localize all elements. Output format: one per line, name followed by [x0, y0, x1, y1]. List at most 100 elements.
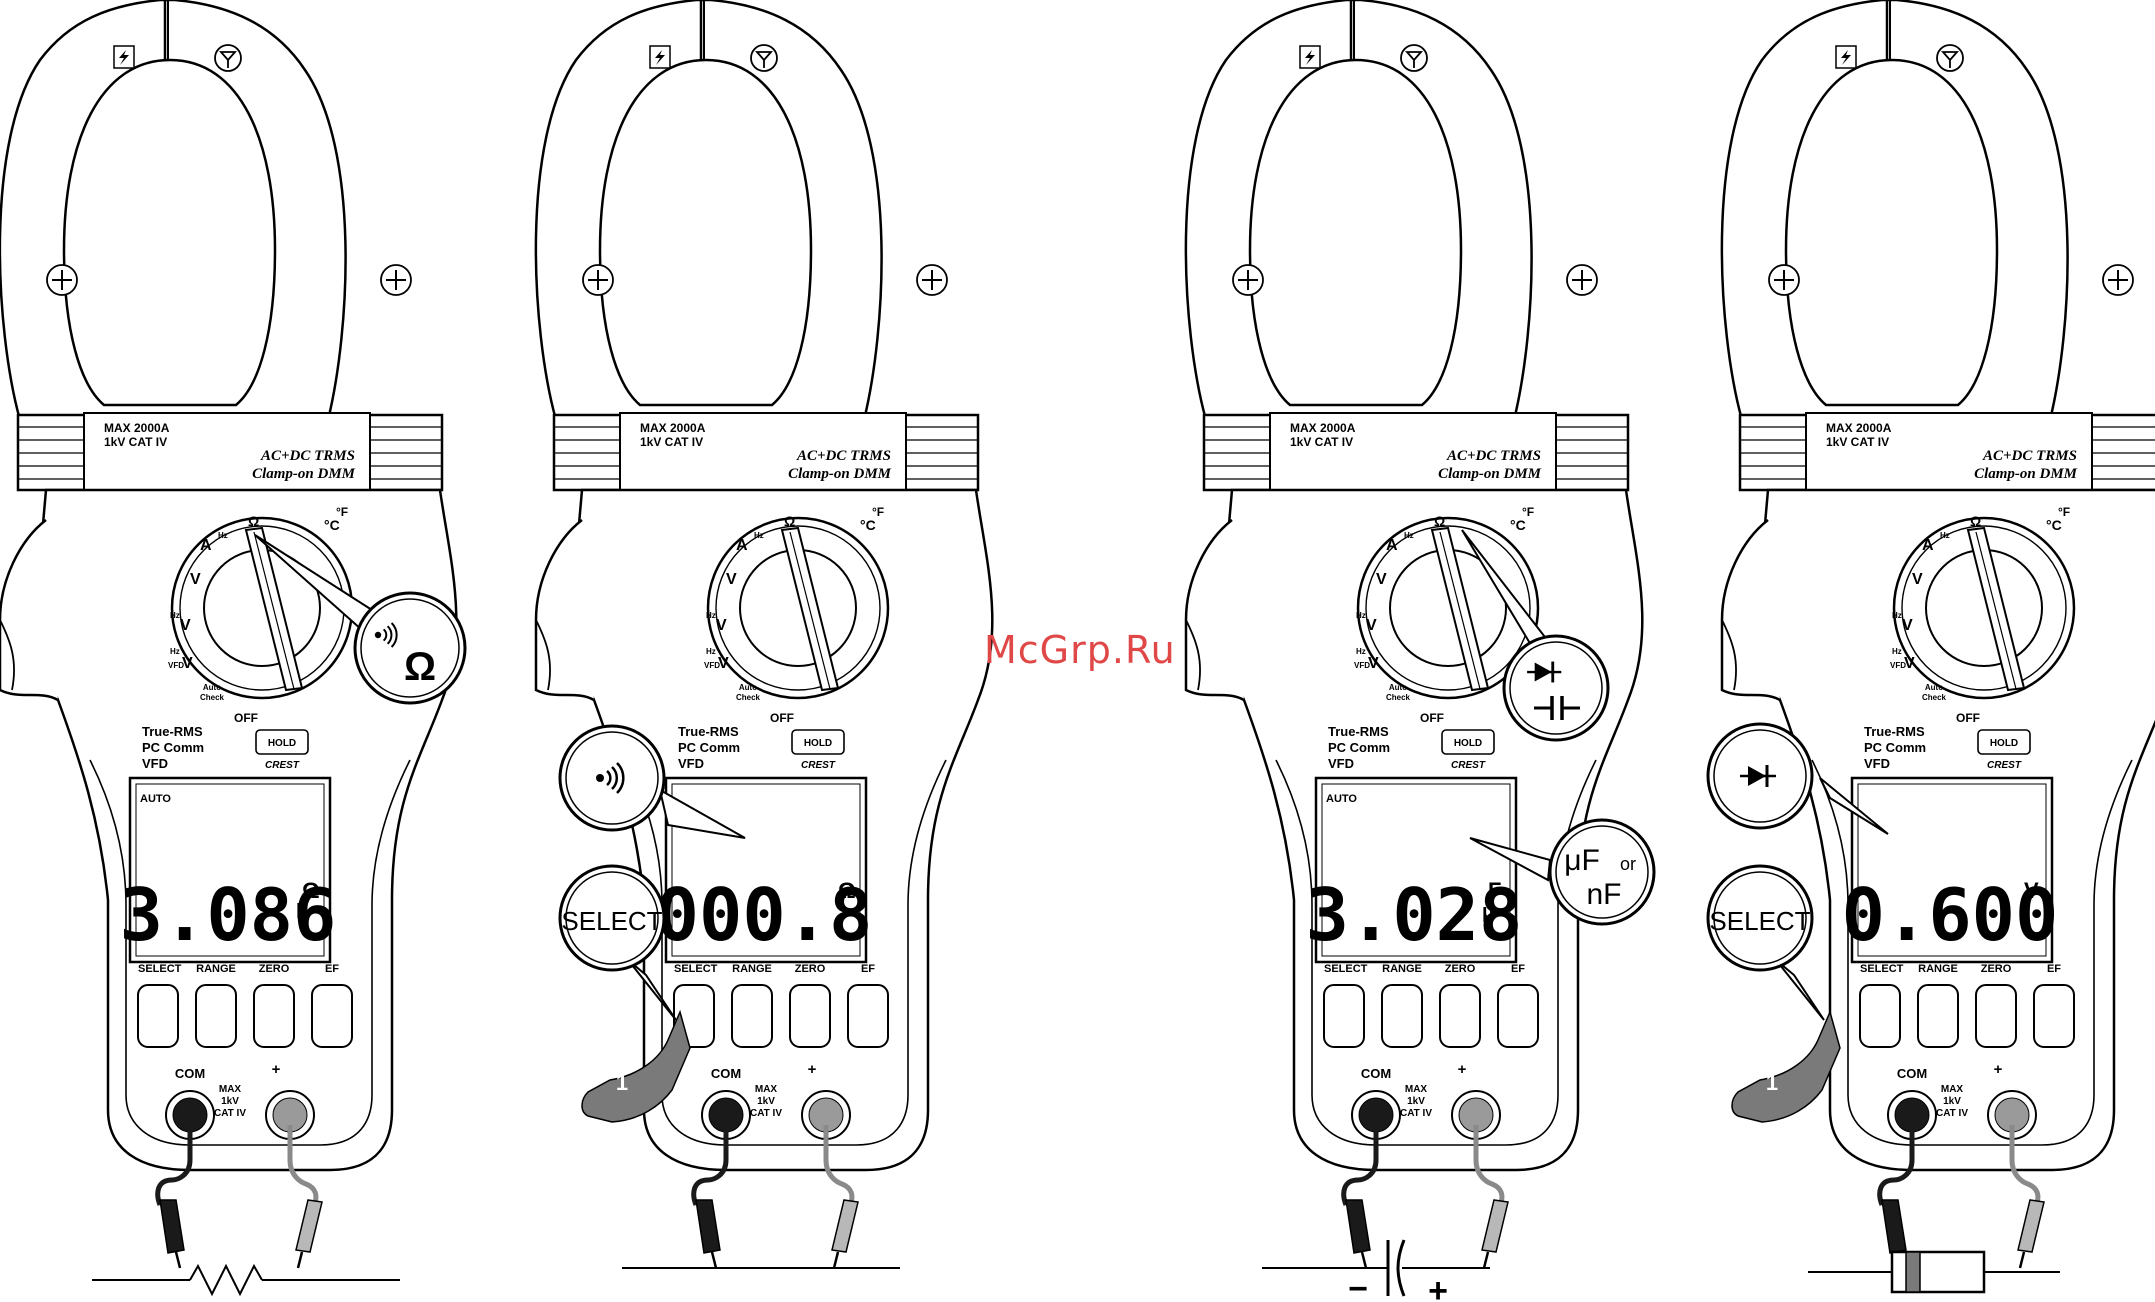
crest-label: CREST: [1987, 760, 2022, 771]
com-terminal-label: COM: [1897, 1066, 1927, 1081]
range-button-label: RANGE: [1382, 963, 1422, 975]
crest-label: CREST: [1451, 760, 1486, 771]
ef-button-label: EF: [1511, 963, 1525, 975]
category-label: 1kV CAT IV: [1290, 435, 1353, 449]
brand-line-2: Clamp-on DMM: [252, 466, 356, 482]
lcd-unit: Ω: [302, 878, 320, 903]
plus-terminal-label: +: [272, 1061, 281, 1078]
probe-minus: −: [1348, 1270, 1368, 1302]
dial-hz-label: Hz: [1356, 647, 1366, 656]
unit-callout-or: or: [1620, 854, 1636, 874]
dial-temp-f-label: °F: [2058, 505, 2070, 519]
dial-hz-label: Hz: [1892, 647, 1902, 656]
select-button-label: SELECT: [138, 963, 182, 975]
dial-hz-label: Hz: [170, 611, 180, 620]
dial-hz-label: Hz: [170, 647, 180, 656]
select-callout-label: SELECT: [561, 906, 662, 936]
max-current-label: MAX 2000A: [640, 421, 706, 435]
lcd-reading: 000.8: [656, 873, 873, 957]
lcd-reading: 0.600: [1842, 873, 2059, 957]
category-label: 1kV CAT IV: [640, 435, 703, 449]
cat-label: CAT IV: [750, 1108, 782, 1119]
select-button-label: SELECT: [1860, 963, 1904, 975]
dial-acv-label: V: [180, 617, 191, 634]
lcd-prefix: μ: [1482, 901, 1494, 923]
resistor-symbol: [92, 1263, 400, 1297]
lcd-reading: 3.028: [1306, 873, 1523, 957]
select-button-label: SELECT: [674, 963, 718, 975]
dial-vfdv-label: V: [1368, 655, 1379, 672]
dial-auto-check-label: Auto: [739, 683, 757, 692]
plus-terminal-label: +: [1994, 1061, 2003, 1078]
dial-hz-label: Hz: [706, 611, 716, 620]
max-voltage-label: MAX: [1405, 1084, 1428, 1095]
dial-hz-label: Hz: [1404, 531, 1414, 540]
brand-line-2: Clamp-on DMM: [1438, 466, 1542, 482]
dial-amps-label: A: [1386, 537, 1398, 554]
true-rms-label: True-RMS: [1328, 724, 1389, 739]
category-label: 1kV CAT IV: [1826, 435, 1889, 449]
dial-temp-c-label: °C: [860, 517, 876, 533]
dial-acv-label: V: [1366, 617, 1377, 634]
dial-temp-f-label: °F: [336, 505, 348, 519]
dial-vfd-label: VFD: [168, 661, 184, 670]
plus-terminal-label: +: [808, 1061, 817, 1078]
kv-label: 1kV: [221, 1096, 239, 1107]
max-current-label: MAX 2000A: [1826, 421, 1892, 435]
kv-label: 1kV: [1943, 1096, 1961, 1107]
vfd-label: VFD: [1864, 756, 1890, 771]
dial-hz-label: Hz: [1892, 611, 1902, 620]
dial-off-label: OFF: [234, 711, 258, 725]
vfd-label: VFD: [142, 756, 168, 771]
dial-auto-check-label: Check: [1386, 693, 1411, 702]
capacitor-under-test: − +: [1262, 1239, 1490, 1302]
hold-button-label: HOLD: [1990, 738, 2018, 749]
true-rms-label: True-RMS: [142, 724, 203, 739]
ef-button-label: EF: [325, 963, 339, 975]
kv-label: 1kV: [1407, 1096, 1425, 1107]
vfd-label: VFD: [678, 756, 704, 771]
lcd-unit: F: [1488, 878, 1501, 903]
callout-diode: [1706, 722, 1889, 835]
cat-label: CAT IV: [1400, 1108, 1432, 1119]
dial-auto-check-label: Auto: [1925, 683, 1943, 692]
dial-vfdv-label: V: [718, 655, 729, 672]
dial-auto-check-label: Auto: [1389, 683, 1407, 692]
dial-hz-label: Hz: [706, 647, 716, 656]
dial-off-label: OFF: [1420, 711, 1444, 725]
step-number: 1: [1766, 1070, 1778, 1095]
meter-continuity: [536, 0, 992, 1268]
pc-comm-label: PC Comm: [142, 740, 204, 755]
ef-button-label: EF: [861, 963, 875, 975]
zero-button-label: ZERO: [1981, 963, 2012, 975]
select-callout-label: SELECT: [1709, 906, 1810, 936]
crest-label: CREST: [801, 760, 836, 771]
dial-hz-label: Hz: [1356, 611, 1366, 620]
max-current-label: MAX 2000A: [1290, 421, 1356, 435]
dial-auto-check-label: Check: [736, 693, 761, 702]
dial-vfdv-label: V: [182, 655, 193, 672]
pc-comm-label: PC Comm: [1328, 740, 1390, 755]
callout-ohm: Ω: [254, 534, 467, 705]
unit-callout-2: nF: [1586, 878, 1621, 911]
dial-hz-label: Hz: [218, 531, 228, 540]
dial-temp-c-label: °C: [1510, 517, 1526, 533]
callout-diode-cap: [1461, 529, 1610, 742]
max-voltage-label: MAX: [219, 1084, 242, 1095]
max-voltage-label: MAX: [1941, 1084, 1964, 1095]
ef-button-label: EF: [2047, 963, 2061, 975]
range-button-label: RANGE: [196, 963, 236, 975]
step-number: 1: [616, 1070, 628, 1095]
dial-amps-label: A: [200, 537, 212, 554]
lcd-reading: 3.086: [120, 873, 337, 957]
plus-terminal-label: +: [1458, 1061, 1467, 1078]
cat-label: CAT IV: [214, 1108, 246, 1119]
vfd-label: VFD: [1328, 756, 1354, 771]
dial-vfd-label: VFD: [1890, 661, 1906, 670]
callout-select-4: SELECT: [1706, 864, 1825, 1021]
hold-button-label: HOLD: [1454, 738, 1482, 749]
